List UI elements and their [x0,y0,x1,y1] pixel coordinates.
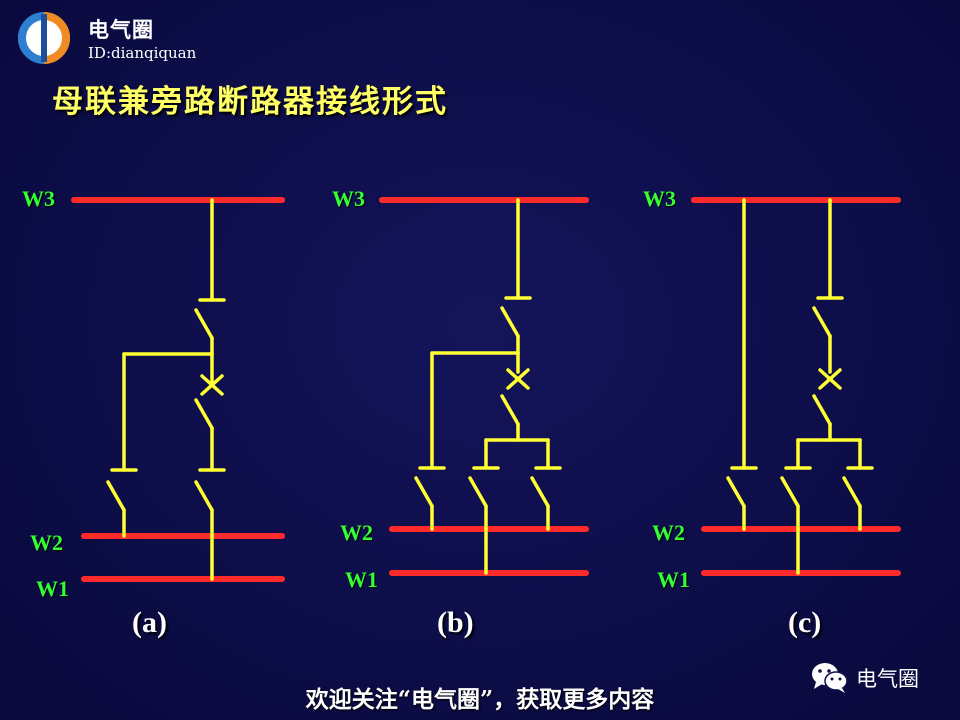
wechat-icon [812,663,848,693]
brand-logo-icon [18,12,70,64]
panel-c-caption: (c) [788,606,822,639]
wechat-account-name: 电气圈 [856,667,919,691]
footer-follow-text: 欢迎关注“电气圈”，获取更多内容 [305,686,655,713]
page-title: 母联兼旁路断路器接线形式 [52,84,448,120]
panel-c-label-w1: W1 [657,567,690,592]
brand-id: ID:dianqiquan [88,44,197,62]
panel-c-diagram [691,197,901,576]
panel-b-label-w3: W3 [332,186,365,211]
panel-c-label-w2: W2 [652,520,685,545]
panel-a-caption: (a) [132,606,167,639]
panel-b-label-w2: W2 [340,520,373,545]
panel-a-label-w3: W3 [22,186,55,211]
panel-b-diagram [379,197,589,576]
panel-a-label-w2: W2 [30,530,63,555]
panel-c-label-w3: W3 [643,186,676,211]
brand-name: 电气圈 [88,18,154,42]
panel-b-label-w1: W1 [345,567,378,592]
panel-b-caption: (b) [437,606,474,639]
panel-a-label-w1: W1 [36,576,69,601]
panel-a-diagram [71,197,285,582]
